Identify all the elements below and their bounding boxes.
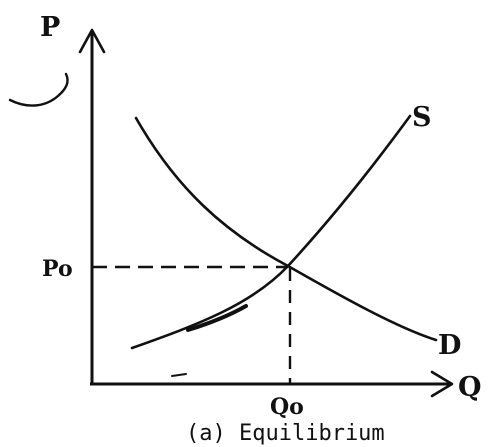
- demand-curve: [134, 116, 438, 342]
- equilibrium-quantity-label: Qo: [270, 394, 304, 420]
- price-axis-label: P: [40, 12, 60, 43]
- stray-pen-mark-small: [171, 373, 187, 377]
- figure-caption: (a) Equilibrium: [186, 421, 385, 446]
- equilibrium-price-label: Po: [42, 256, 73, 282]
- supply-curve-label: S: [412, 102, 432, 133]
- quantity-axis-arrowhead: [430, 370, 454, 398]
- stray-pen-mark: [8, 72, 69, 107]
- demand-curve-label: D: [438, 330, 461, 361]
- supply-curve: [130, 114, 412, 350]
- price-axis-arrowhead: [78, 28, 106, 54]
- supply-curve-thick-stroke: [186, 304, 248, 332]
- quantity-axis-label: Q: [458, 372, 482, 403]
